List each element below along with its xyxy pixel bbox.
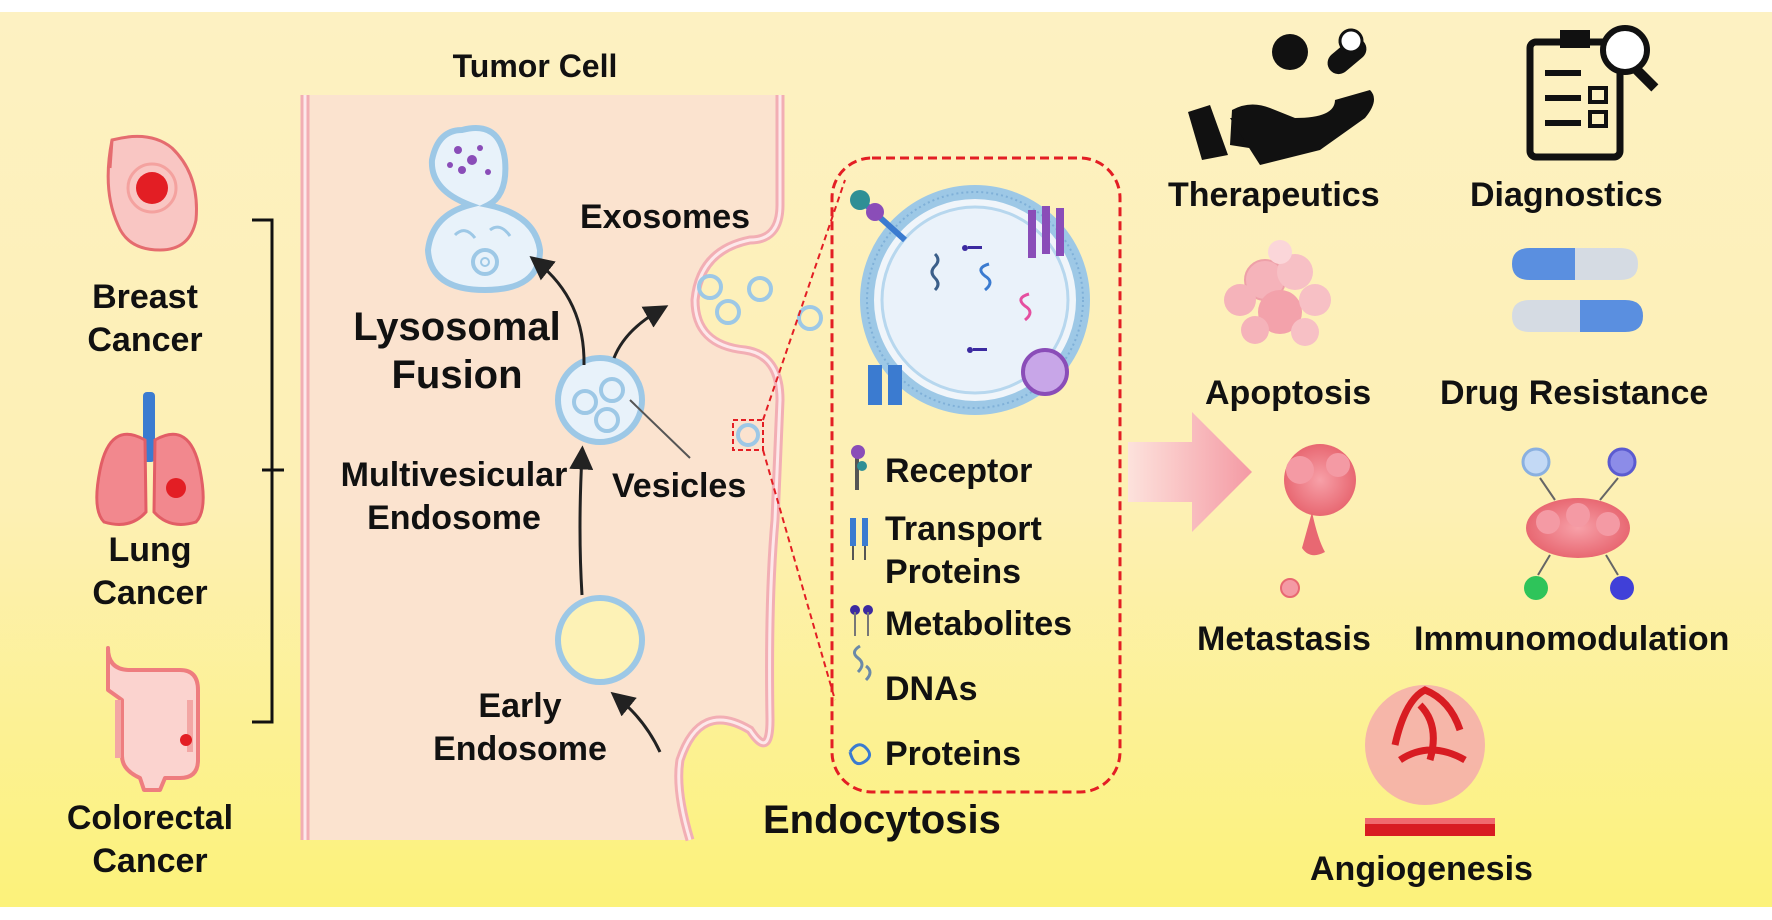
lysosome-icon [424,125,544,294]
big-arrow [1128,412,1252,532]
diagnostics-label: Diagnostics [1470,176,1663,214]
metastasis-icon [1280,444,1356,598]
exosomes-label: Exosomes [580,198,751,236]
cargo-proteins-label: Proteins [885,735,1022,773]
colon-icon [106,646,200,792]
arrow-to-lysosome [529,256,586,366]
exosome-zoom-box [830,156,1122,794]
early-endosome-label: Early Endosome [433,687,607,768]
angiogenesis-label: Angiogenesis [1310,850,1533,888]
drug-resistance-label: Drug Resistance [1440,374,1709,412]
therapeutics-icon [1188,28,1374,165]
cargo-dnas-label: DNAs [885,670,978,708]
apoptosis-icon [1224,240,1331,346]
lung-cancer-label: Lung Cancer [92,531,208,612]
arrow-to-mve [569,445,594,596]
tumor-cell-body [300,95,785,842]
endocytosis-label: Endocytosis [763,798,1001,842]
tumor-cell-title: Tumor Cell [452,48,618,84]
cargo-receptor-label: Receptor [885,452,1033,490]
vesicles-label: Vesicles [612,467,747,505]
colorectal-cancer-label: Colorectal Cancer [66,799,234,880]
breast-icon [106,134,198,252]
immunomodulation-icon [1521,447,1637,600]
cargo-transport-proteins-label: Transport Proteins [885,510,1042,591]
grouping-bracket [252,218,284,724]
therapeutics-label: Therapeutics [1168,176,1380,214]
arrow-to-exosomes [612,305,669,359]
angiogenesis-icon [1365,685,1495,836]
exosome-vesicles [697,274,823,451]
immunomodulation-label: Immunomodulation [1414,620,1730,658]
multivesicular-endosome-label: Multivesicular Endosome [340,456,568,537]
breast-cancer-label: Breast Cancer [87,278,203,359]
cargo-legend-icons [848,445,873,766]
lung-icon [95,392,205,526]
lysosomal-fusion-label: Lysosomal Fusion [353,305,561,397]
diagnostics-icon [1526,25,1659,161]
arrow-endocytosis [610,691,662,753]
exosome-cross-section [850,185,1090,415]
multivesicular-endosome-icon [555,355,645,445]
zoom-lines [762,179,846,701]
vesicle-pointer-line [629,399,691,459]
apoptosis-label: Apoptosis [1205,374,1372,412]
drug-resistance-icon [1512,248,1643,332]
early-endosome-icon [555,595,645,685]
metastasis-label: Metastasis [1197,620,1371,658]
cargo-metabolites-label: Metabolites [885,605,1073,643]
